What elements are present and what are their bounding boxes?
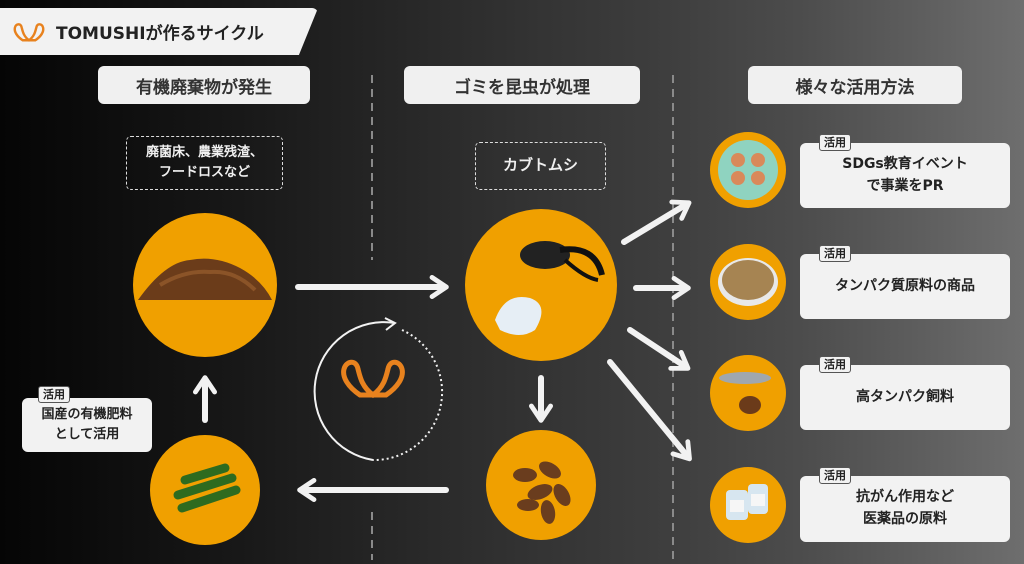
- insect-label: カブトムシ: [475, 142, 606, 190]
- fertilizer-card: 国産の有機肥料 として活用: [22, 398, 152, 452]
- column-header-processing: ゴミを昆虫が処理: [404, 66, 640, 104]
- frass-circle: [486, 430, 596, 540]
- waste-label: 廃菌床、農業残渣、 フードロスなど: [126, 136, 283, 190]
- cycle-ring: [313, 317, 444, 462]
- card-line: 医薬品の原料: [863, 511, 947, 527]
- waste-label-line: フードロスなど: [158, 165, 250, 180]
- use-card-feed: 高タンパク飼料: [800, 365, 1010, 430]
- column-divider: [371, 75, 674, 560]
- use-tag: 活用: [819, 356, 851, 373]
- card-line: で事業をPR: [866, 177, 944, 194]
- column-header-uses: 様々な活用方法: [748, 66, 962, 104]
- card-line: タンパク質原料の商品: [835, 277, 975, 294]
- waste-circle: [133, 213, 277, 357]
- beetle-circle: [465, 209, 617, 361]
- use-circle-medicine: [710, 467, 786, 543]
- use-tag: 活用: [819, 245, 851, 262]
- card-line: 国産の有機肥料: [41, 406, 133, 422]
- arrow-to-use-1: [621, 199, 692, 245]
- use-circle-protein: [710, 244, 786, 320]
- use-tag: 活用: [819, 467, 851, 484]
- logo-icon: [13, 22, 45, 42]
- arrow-to-use-4: [607, 359, 692, 462]
- card-line: として活用: [54, 427, 120, 442]
- card-line: SDGs教育イベント: [842, 155, 968, 172]
- use-card-protein: タンパク質原料の商品: [800, 254, 1010, 319]
- use-card-medicine: 抗がん作用など 医薬品の原料: [800, 476, 1010, 542]
- logo-icon: [341, 359, 405, 399]
- use-circle-feed: [710, 355, 786, 431]
- fertilizer-circle: [150, 435, 260, 545]
- column-header-waste: 有機廃棄物が発生: [98, 66, 310, 104]
- use-circle-education: [710, 132, 786, 208]
- title-banner: TOMUSHIが作るサイクル: [0, 8, 318, 55]
- card-line: 抗がん作用など: [856, 489, 954, 506]
- card-line: 高タンパク飼料: [856, 388, 954, 405]
- use-tag: 活用: [38, 386, 70, 403]
- use-card-education: SDGs教育イベント で事業をPR: [800, 143, 1010, 208]
- use-tag: 活用: [819, 134, 851, 151]
- arrow-to-use-3: [627, 327, 691, 371]
- page-title: TOMUSHIが作るサイクル: [56, 24, 264, 44]
- waste-label-line: 廃菌床、農業残渣、: [145, 144, 263, 160]
